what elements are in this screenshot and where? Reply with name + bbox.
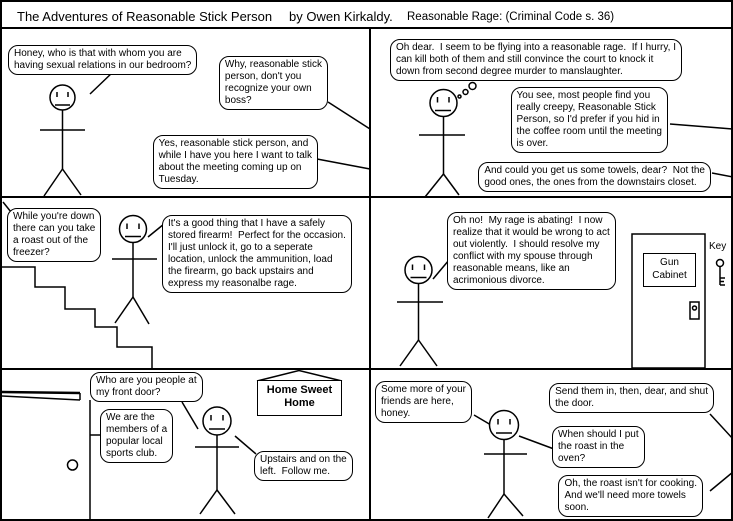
speech-bubble: You see, most people find you really cre… xyxy=(510,87,668,153)
home-sweet-home-sign: Home Sweet Home xyxy=(257,380,342,416)
staircase xyxy=(2,266,153,369)
thought-dot-small xyxy=(457,94,462,99)
gun-cabinet-label: Gun Cabinet xyxy=(643,253,696,287)
door-top-edge xyxy=(2,390,81,395)
right-leg xyxy=(61,168,82,196)
key-bow xyxy=(715,258,725,268)
right-leg xyxy=(417,339,438,367)
key-icon xyxy=(715,258,725,286)
column-divider xyxy=(369,27,371,519)
left-leg xyxy=(114,296,134,324)
left-leg xyxy=(424,173,445,198)
head xyxy=(118,214,148,244)
front-door-open xyxy=(2,390,91,519)
speech-bubble: Upstairs and on the left. Follow me. xyxy=(254,451,353,481)
speech-bubble: While you're down there can you take a r… xyxy=(7,208,102,262)
head xyxy=(404,255,433,285)
comic-episode-title: Reasonable Rage: (Criminal Code s. 36) xyxy=(407,11,615,23)
speech-bubble: We are the members of a popular local sp… xyxy=(100,409,174,463)
stick-person-panel5 xyxy=(195,406,239,515)
head xyxy=(202,406,232,436)
comic-byline: by Owen Kirkaldy. xyxy=(289,9,393,24)
right-leg xyxy=(503,493,524,517)
key-label: Key xyxy=(709,241,727,252)
row-divider-1 xyxy=(2,196,731,198)
speech-bubble: And could you get us some towels, dear? … xyxy=(478,162,711,192)
speech-bubble: Yes, reasonable stick person, and while … xyxy=(152,135,318,189)
door-top-inner-edge xyxy=(2,395,81,401)
head xyxy=(49,84,76,111)
speech-bubble: Oh, the roast isn't for cooking. And we'… xyxy=(558,475,703,517)
stick-person-panel4 xyxy=(397,255,443,367)
title-separator-line xyxy=(2,27,731,29)
left-leg xyxy=(43,168,64,197)
doorknob xyxy=(66,459,79,471)
speech-bubble: Some more of your friends are here, hone… xyxy=(374,381,472,423)
head xyxy=(429,88,458,118)
right-leg xyxy=(216,489,236,515)
speech-bubble: Oh no! My rage is abating! I now realize… xyxy=(447,212,616,290)
speech-bubble: Honey, who is that with whom you are hav… xyxy=(8,45,198,75)
comic-title: The Adventures of Reasonable Stick Perso… xyxy=(17,9,273,24)
right-leg xyxy=(442,173,460,196)
speech-bubble: It's a good thing that I have a safely s… xyxy=(162,215,352,293)
speech-bubble: Who are you people at my front door? xyxy=(90,372,203,402)
right-leg xyxy=(132,296,150,325)
door-lock-plate xyxy=(689,301,700,320)
thought-bubble: Oh dear. I seem to be flying into a reas… xyxy=(390,39,682,81)
stick-person-panel6 xyxy=(484,409,527,519)
thought-dot-medium xyxy=(462,88,469,96)
stick-person-panel2 xyxy=(419,81,477,198)
stick-person-panel3 xyxy=(112,214,157,325)
speech-bubble: Why, reasonable stick person, don't you … xyxy=(218,56,328,110)
speech-bubble: Send them in, then, dear, and shut the d… xyxy=(549,383,714,413)
speech-bubble: When should I put the roast in the oven? xyxy=(552,426,645,468)
head xyxy=(488,409,520,441)
left-leg xyxy=(199,489,218,515)
left-leg xyxy=(487,493,505,519)
stick-person-panel1 xyxy=(40,84,85,197)
left-leg xyxy=(399,339,420,367)
door-keyhole xyxy=(691,305,698,311)
row-divider-2 xyxy=(2,368,731,370)
thought-dot-large xyxy=(468,81,477,91)
